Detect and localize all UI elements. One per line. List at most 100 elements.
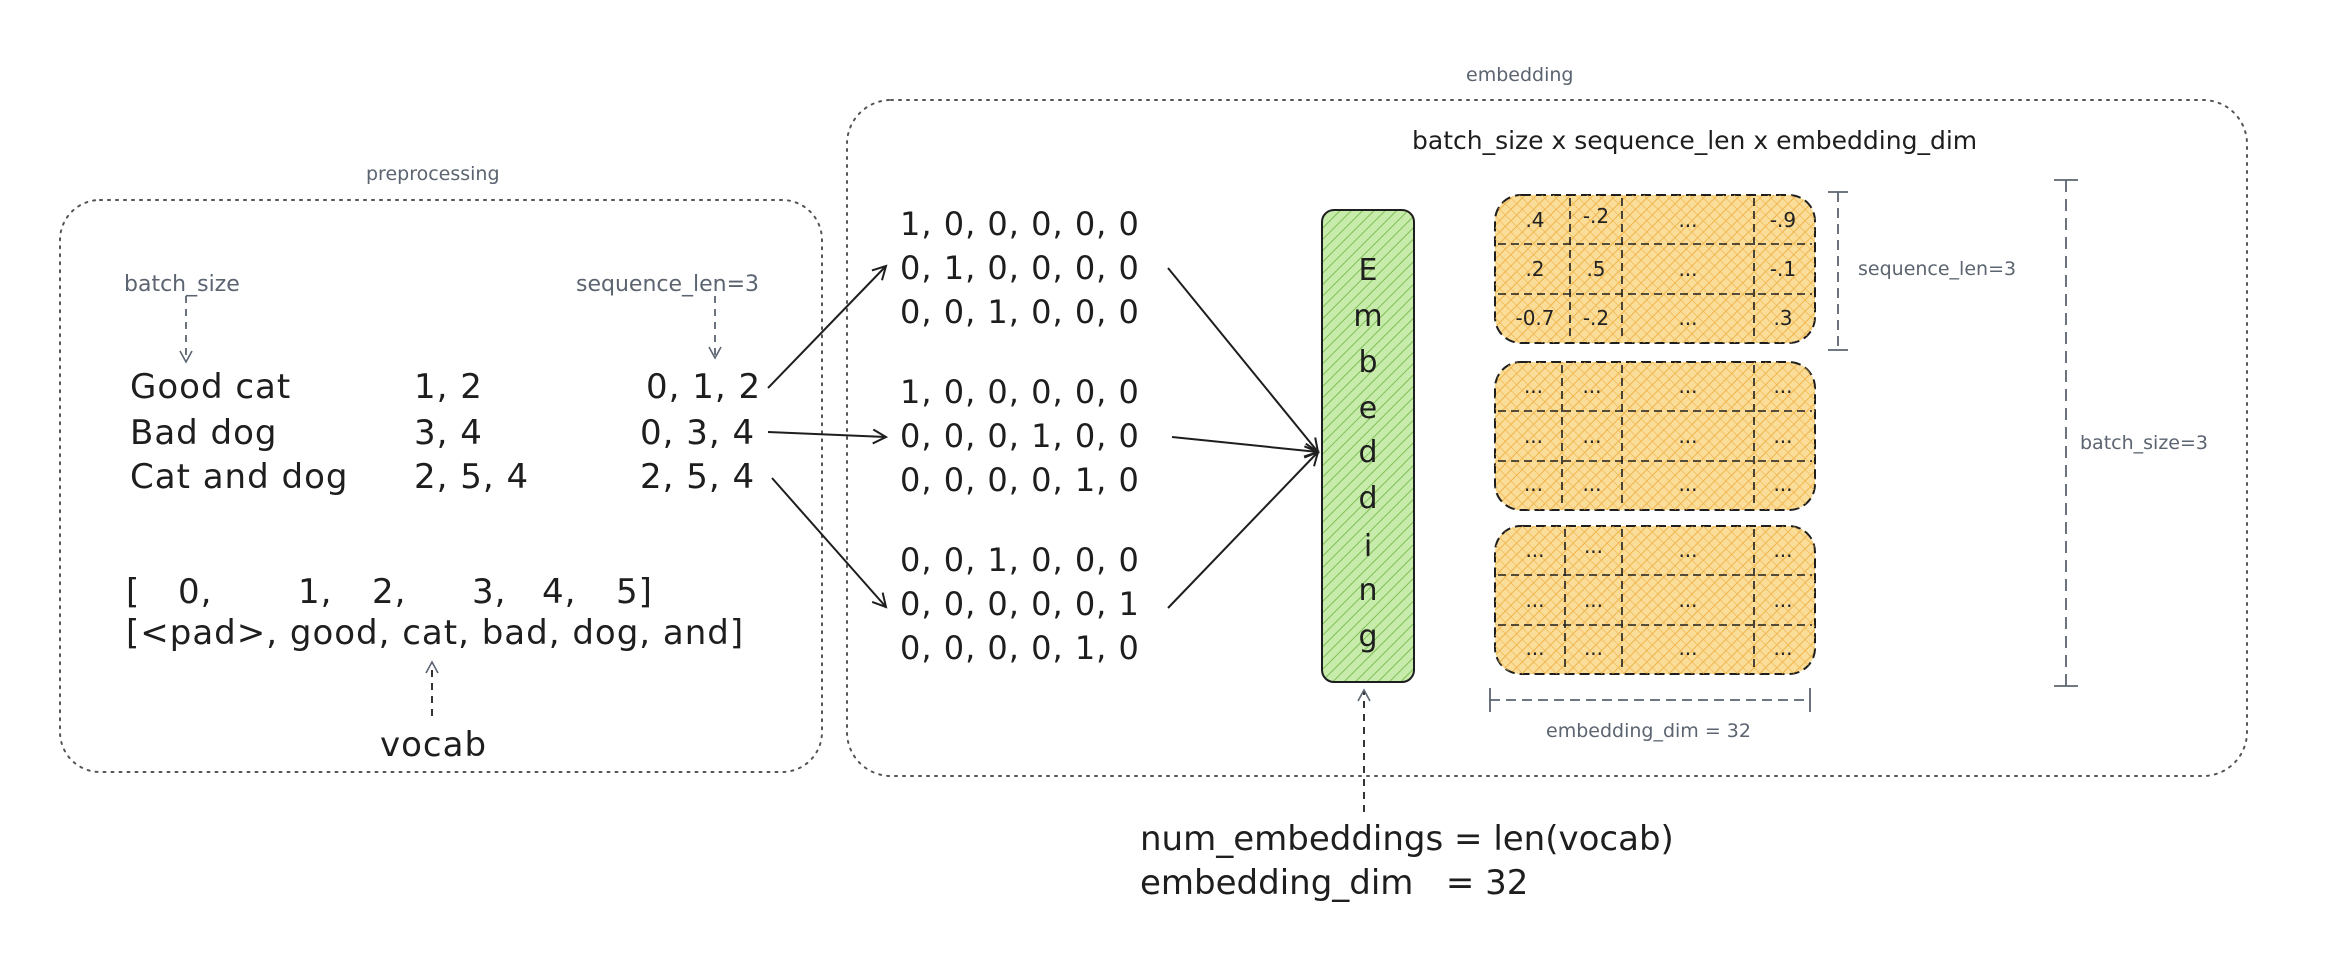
m3-r3-c2: ... — [1583, 636, 1604, 660]
embedding-layer-box — [1321, 209, 1415, 683]
embedding-letter-2: m — [1353, 299, 1383, 334]
vocab-index-4: 4, — [542, 572, 577, 612]
m2-r1-c2: ... — [1582, 374, 1602, 398]
m2-r3-c2: ... — [1582, 472, 1602, 496]
vocab-index-3: 3, — [472, 572, 507, 612]
m2-r3-c3: ... — [1678, 472, 1698, 496]
m3-r3-c4: ... — [1773, 636, 1793, 660]
embedding-matrix-3 — [1494, 525, 1816, 675]
onehot-g2-r2: 0, 0, 0, 1, 0, 0 — [900, 417, 1140, 455]
preprocessing-frame — [59, 199, 823, 773]
m3-r1-c1: ... — [1525, 538, 1545, 562]
embedding-letter-5: d — [1358, 435, 1378, 470]
embedding-letter-8: n — [1358, 573, 1378, 608]
embedding-letter-3: b — [1358, 345, 1378, 380]
vocab-index-open: [ — [126, 572, 141, 612]
m3-r2-c2: ... — [1583, 588, 1604, 612]
sentence-2: Bad dog — [130, 413, 278, 453]
onehot-g1-r3: 0, 0, 1, 0, 0, 0 — [900, 293, 1140, 331]
onehot-g3-r3: 0, 0, 0, 0, 1, 0 — [900, 629, 1140, 667]
embedding-matrix-1 — [1494, 194, 1816, 344]
onehot-g2-r1: 1, 0, 0, 0, 0, 0 — [900, 373, 1140, 411]
embedding-letter-9: g — [1358, 619, 1378, 654]
m1-r2-c3: ... — [1678, 257, 1698, 281]
m2-r2-c1: ... — [1523, 424, 1544, 448]
padded-ids-3: 2, 5, 4 — [640, 457, 756, 497]
embedding-letter-7: i — [1363, 529, 1373, 564]
m2-r1-c3: ... — [1678, 374, 1698, 398]
m1-r1-c2: -.2 — [1582, 204, 1610, 228]
m3-r1-c2: ... — [1583, 534, 1604, 558]
m2-r1-c4: ... — [1773, 374, 1793, 398]
sequence-len-bracket — [1828, 191, 1848, 351]
m2-r2-c3: ... — [1678, 424, 1698, 448]
m1-r2-c2: .5 — [1586, 257, 1606, 281]
m3-r1-c3: ... — [1678, 538, 1698, 562]
embedding-frame — [846, 99, 2248, 777]
embedding-layer-label: E m b e d d i n g — [1322, 210, 1414, 682]
m1-r3-c1: -0.7 — [1515, 306, 1555, 330]
padded-ids-1: 0, 1, 2 — [646, 367, 762, 407]
preprocessing-title: preprocessing — [366, 163, 500, 185]
m1-r3-c4: .3 — [1773, 306, 1793, 330]
embedding-letter-6: d — [1358, 481, 1378, 516]
embedding-dim-bracket — [1489, 688, 1811, 712]
ids-to-onehot-arrow-2 — [767, 432, 886, 437]
m1-r2-c4: -.1 — [1769, 257, 1797, 281]
onehot-g2-r3: 0, 0, 0, 0, 1, 0 — [900, 461, 1140, 499]
onehot-g1-r1: 1, 0, 0, 0, 0, 0 — [900, 205, 1140, 243]
embedding-matrix-2 — [1494, 361, 1816, 511]
m1-r1-c1: .4 — [1525, 208, 1545, 232]
vocab-label: vocab — [380, 725, 488, 765]
m2-r2-c4: ... — [1773, 424, 1793, 448]
token-ids-2: 3, 4 — [414, 413, 483, 453]
vocab-index-1: 1, — [298, 572, 333, 612]
sentence-3: Cat and dog — [130, 457, 349, 497]
vocab-index-0: 0, — [178, 572, 213, 612]
params-line-2: embedding_dim = 32 — [1140, 863, 1529, 903]
sequence-len-label: sequence_len=3 — [576, 272, 760, 297]
batch-size-label: batch_size — [124, 272, 240, 297]
m2-r3-c4: ... — [1773, 472, 1793, 496]
batch-size-bracket — [2054, 179, 2078, 687]
m1-r1-c4: -.9 — [1769, 208, 1797, 232]
params-line-1: num_embeddings = len(vocab) — [1140, 819, 1674, 859]
m3-r2-c3: ... — [1678, 588, 1698, 612]
m2-r1-c1: ... — [1523, 374, 1544, 398]
m2-r3-c1: ... — [1523, 472, 1544, 496]
vocab-index-5: 5] — [616, 572, 653, 612]
embedding-letter-1: E — [1358, 253, 1378, 288]
onehot-g3-r1: 0, 0, 1, 0, 0, 0 — [900, 541, 1140, 579]
m3-r2-c4: ... — [1773, 588, 1793, 612]
padded-ids-2: 0, 3, 4 — [640, 413, 756, 453]
m3-r1-c4: ... — [1773, 538, 1793, 562]
vocab-words: [<pad>, good, cat, bad, dog, and] — [126, 613, 745, 653]
embedding-letter-4: e — [1358, 391, 1378, 426]
m3-r3-c1: ... — [1525, 636, 1545, 660]
onehot-to-embedding-arrow-3 — [1167, 452, 1318, 609]
onehot-g1-r2: 0, 1, 0, 0, 0, 0 — [900, 249, 1140, 287]
vocab-index-2: 2, — [372, 572, 407, 612]
ids-to-onehot-arrow-1 — [767, 266, 886, 389]
sentence-1: Good cat — [130, 367, 292, 407]
m1-r2-c1: .2 — [1525, 257, 1545, 281]
onehot-g3-r2: 0, 0, 0, 0, 0, 1 — [900, 585, 1140, 623]
ids-to-onehot-arrow-3 — [771, 477, 886, 607]
token-ids-1: 1, 2 — [414, 367, 483, 407]
m2-r2-c2: ... — [1582, 424, 1602, 448]
matrix-embedding-dim-label: embedding_dim = 32 — [1546, 720, 1751, 742]
shape-label: batch_size x sequence_len x embedding_di… — [1412, 126, 1978, 155]
onehot-to-embedding-arrow-2 — [1171, 436, 1318, 452]
onehot-to-embedding-arrow-1 — [1167, 267, 1318, 452]
m3-r3-c3: ... — [1678, 636, 1698, 660]
m1-r1-c3: ... — [1678, 208, 1698, 232]
embedding-title: embedding — [1466, 64, 1574, 86]
m1-r3-c2: -.2 — [1582, 306, 1610, 330]
m1-r3-c3: ... — [1678, 306, 1698, 330]
matrix-sequence-len-label: sequence_len=3 — [1858, 258, 2017, 280]
matrix-batch-size-label: batch_size=3 — [2080, 432, 2208, 454]
token-ids-3: 2, 5, 4 — [414, 457, 530, 497]
m3-r2-c1: ... — [1525, 588, 1545, 612]
